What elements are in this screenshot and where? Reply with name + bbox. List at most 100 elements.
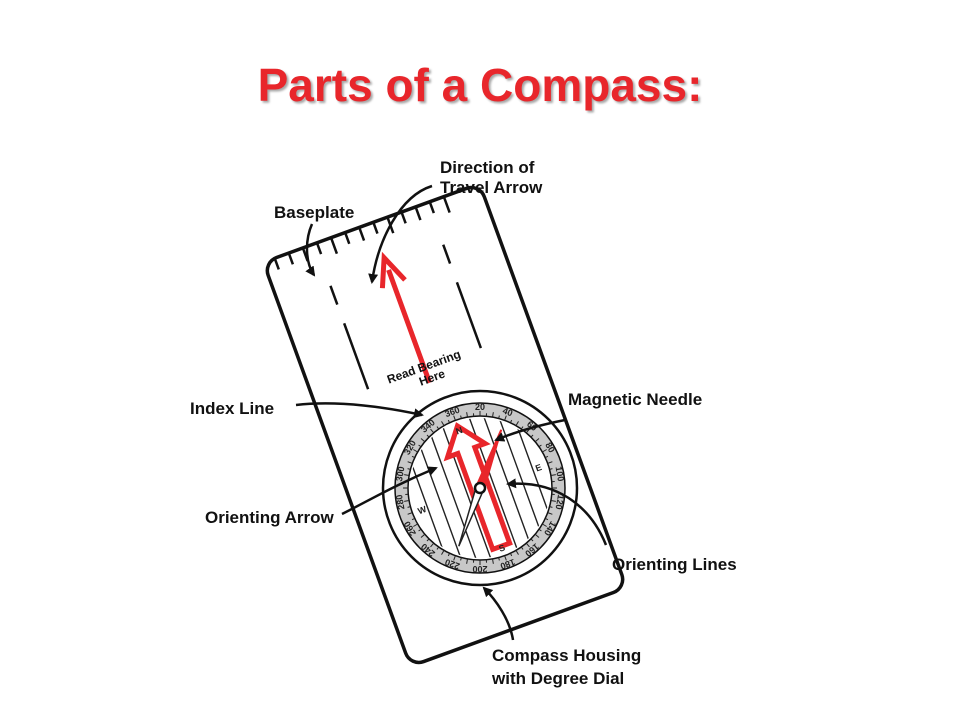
dial-tick xyxy=(549,506,553,508)
dial-tick xyxy=(515,550,519,555)
leader-direction-of-travel xyxy=(368,184,433,284)
leader-magnetic-needle xyxy=(494,418,566,442)
direction-of-travel-arrow-head xyxy=(379,251,407,289)
dial-tick xyxy=(545,455,549,459)
leader-lines xyxy=(295,184,608,641)
dial-tick xyxy=(549,468,553,470)
dial-degree-label: 100 xyxy=(554,466,566,483)
dial-tick xyxy=(466,412,468,418)
dial-tick xyxy=(407,468,411,470)
label-magnetic-needle: Magnetic Needle xyxy=(568,390,702,409)
dial-tick xyxy=(520,426,524,430)
dial-tick xyxy=(430,542,435,548)
label-index-line: Index Line xyxy=(190,399,274,418)
page-title: Parts of a Compass: xyxy=(257,59,703,111)
dial-tick xyxy=(441,421,445,426)
label-baseplate: Baseplate xyxy=(274,203,354,222)
dial-degree-label: 220 xyxy=(444,557,462,572)
label-orienting-arrow: Orienting Arrow xyxy=(205,508,335,527)
dial-tick xyxy=(538,444,542,448)
dial-tick xyxy=(418,444,422,448)
dial-degree-label: 200 xyxy=(472,564,487,574)
dial-tick xyxy=(550,474,556,476)
dial-degree-label: 40 xyxy=(501,405,514,418)
dial-tick xyxy=(430,428,435,434)
dial-degree-label: 120 xyxy=(554,494,566,511)
dial-tick xyxy=(441,550,445,555)
dial-tick xyxy=(466,558,468,564)
dial-tick xyxy=(520,546,524,550)
dial-tick xyxy=(436,546,440,550)
dial-tick xyxy=(542,449,547,453)
dial-tick xyxy=(420,533,426,538)
dial-tick xyxy=(436,426,440,430)
needle-pivot xyxy=(473,481,487,495)
dial-tick xyxy=(411,517,415,521)
leader-orienting-arrow xyxy=(341,466,438,516)
dial-degree-label: 20 xyxy=(475,402,485,412)
dial-degree-label: 280 xyxy=(394,494,406,511)
dial-degree-label: 360 xyxy=(444,405,462,420)
dial-tick xyxy=(538,528,542,532)
dial-tick xyxy=(453,555,456,561)
label-direction-of-travel-2: Travel Arrow xyxy=(440,178,543,197)
dial-tick xyxy=(411,455,415,459)
dial-tick xyxy=(426,538,430,542)
dial-tick xyxy=(426,434,430,438)
dial-tick xyxy=(530,434,534,438)
dial-tick xyxy=(547,512,553,515)
baseplate-lines xyxy=(329,244,483,390)
dial-tick xyxy=(447,419,451,423)
label-orienting-lines: Orienting Lines xyxy=(612,555,737,574)
dial-tick xyxy=(407,512,413,515)
cardinal-n: N xyxy=(454,425,464,437)
dial-ticks xyxy=(403,411,557,565)
label-direction-of-travel-1: Direction of xyxy=(440,158,535,177)
leader-baseplate xyxy=(305,223,316,277)
dial-tick xyxy=(404,500,410,502)
dial-degree-label: 300 xyxy=(394,466,406,483)
dial-tick xyxy=(498,415,500,419)
dial-tick xyxy=(492,558,494,564)
dial-tick xyxy=(404,474,410,476)
dial-tick xyxy=(530,538,534,542)
cardinal-s: S xyxy=(497,542,506,553)
dial-tick xyxy=(447,553,451,557)
dial-tick xyxy=(542,523,547,527)
dial-tick xyxy=(504,555,507,561)
dial-tick xyxy=(534,438,540,443)
dial-tick xyxy=(453,415,456,421)
cardinal-w: W xyxy=(416,504,428,516)
dial-tick xyxy=(545,517,549,521)
dial-tick xyxy=(509,419,513,423)
orienting-lines xyxy=(399,398,561,578)
dial-tick xyxy=(420,438,426,443)
dial-tick xyxy=(413,523,418,527)
leader-index-line xyxy=(295,402,424,419)
dial-degree-label: 180 xyxy=(499,557,517,572)
dial-tick xyxy=(407,506,411,508)
dial-tick xyxy=(407,461,413,464)
dial-tick xyxy=(498,557,500,561)
dial-degree-label: 80 xyxy=(543,441,557,455)
label-compass-housing-2: with Degree Dial xyxy=(491,669,624,688)
dial-tick xyxy=(492,412,494,418)
dial-tick xyxy=(534,533,540,538)
direction-of-travel-arrow-shaft xyxy=(386,269,432,384)
dial-tick xyxy=(460,557,462,561)
dial-tick xyxy=(418,528,422,532)
dial-tick xyxy=(525,542,530,548)
dial-tick xyxy=(460,415,462,419)
leader-compass-housing xyxy=(482,586,515,641)
dial-tick xyxy=(504,415,507,421)
label-compass-housing-1: Compass Housing xyxy=(492,646,641,665)
magnetic-needle xyxy=(458,429,503,547)
dial-tick xyxy=(550,500,556,502)
leader-orienting-lines xyxy=(506,478,608,546)
dial-tick xyxy=(515,421,519,426)
dial-tick xyxy=(547,461,553,464)
dial-tick xyxy=(413,449,418,453)
dial-tick xyxy=(509,553,513,557)
